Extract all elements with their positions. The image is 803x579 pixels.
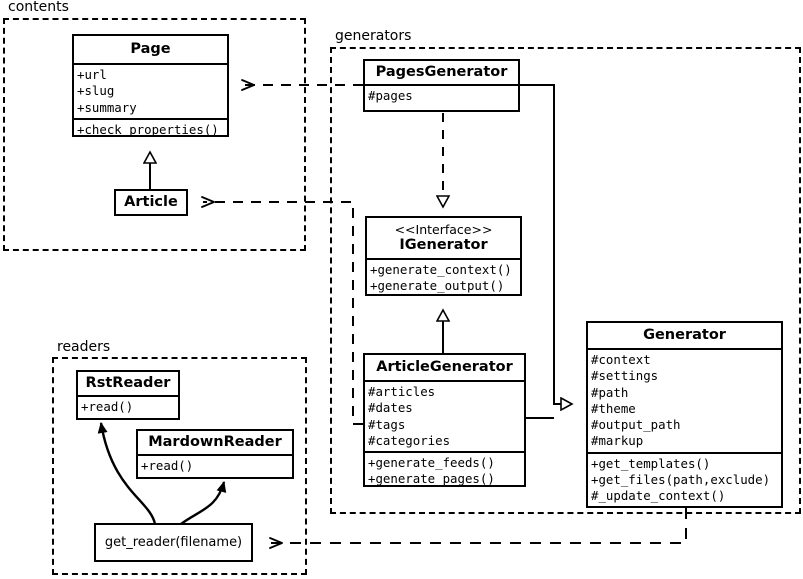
class-mardown-reader: MardownReader +read()	[136, 429, 294, 479]
function-get-reader: get_reader(filename)	[94, 523, 253, 562]
class-rst-reader: RstReader +read()	[76, 370, 180, 420]
class-mardown-reader-title: MardownReader	[148, 434, 282, 450]
attribute-row: #pages	[368, 88, 413, 103]
attribute-row: +url	[77, 67, 107, 82]
relation-articlegenerator-depends-article	[201, 196, 363, 425]
class-article-generator: ArticleGenerator #articles #dates #tags …	[363, 353, 526, 487]
operation-row: +generate_feeds()	[368, 455, 495, 471]
operation-row: +check_properties()	[77, 121, 219, 137]
operation-row: +read()	[81, 399, 134, 414]
operation-row: +generate_pages()	[368, 471, 495, 487]
class-page-attributes: +url +slug +summary	[74, 63, 227, 118]
class-article: Article	[114, 189, 188, 216]
attribute-row: #theme	[591, 400, 636, 416]
operation-row: +get_templates()	[591, 455, 711, 471]
package-contents	[3, 18, 306, 251]
class-rst-reader-title: RstReader	[85, 375, 171, 391]
attribute-row: +summary	[77, 99, 137, 115]
package-readers	[52, 357, 307, 575]
package-generators	[330, 47, 801, 514]
class-generator-attributes: #context #settings #path #theme #output_…	[588, 348, 781, 452]
attribute-row: +slug	[77, 83, 115, 99]
package-generators-label: generators	[333, 28, 414, 44]
relation-generators-generalize-generator	[520, 84, 572, 419]
attribute-row: #output_path	[591, 417, 681, 433]
relation-getreader-calls-mardownreader	[180, 481, 227, 525]
attribute-row: #tags	[368, 416, 406, 432]
class-pages-generator: PagesGenerator #pages	[363, 59, 520, 112]
class-pages-generator-attributes: #pages	[365, 84, 518, 106]
operation-row: #_update_context()	[591, 488, 726, 504]
attribute-row: #dates	[368, 400, 413, 416]
package-readers-label: readers	[55, 339, 113, 355]
package-contents-label: contents	[6, 0, 71, 15]
class-igenerator-operations: +generate_context() +generate_output()	[367, 258, 520, 297]
attribute-row: #context	[591, 352, 651, 367]
class-generator-operations: +get_templates() +get_files(path,exclude…	[588, 451, 781, 507]
operation-row: +read()	[141, 458, 194, 473]
operation-row: +generate_output()	[370, 278, 505, 294]
function-get-reader-label: get_reader(filename)	[104, 535, 243, 550]
attribute-row: #settings	[591, 368, 659, 384]
class-igenerator-stereotype: <<Interface>>	[394, 222, 493, 237]
class-generator: Generator #context #settings #path #them…	[586, 321, 783, 508]
class-igenerator-title: IGenerator	[399, 237, 488, 253]
class-page-operations: +check_properties()	[74, 117, 227, 140]
class-page: Page +url +slug +summary +check_properti…	[72, 34, 229, 137]
class-mardown-reader-operations: +read()	[138, 454, 292, 476]
relation-getreader-calls-rstreader	[97, 422, 157, 525]
attribute-row: #articles	[368, 384, 436, 399]
class-pages-generator-title: PagesGenerator	[375, 64, 508, 80]
class-igenerator: <<Interface>> IGenerator +generate_conte…	[365, 216, 522, 296]
attribute-row: #categories	[368, 432, 451, 448]
operation-row: +generate_context()	[370, 262, 512, 277]
class-generator-title: Generator	[643, 327, 726, 343]
class-article-generator-title: ArticleGenerator	[376, 359, 513, 375]
attribute-row: #markup	[591, 433, 644, 449]
class-article-generator-attributes: #articles #dates #tags #categories	[365, 380, 524, 451]
operation-row: +get_files(path,exclude)	[591, 472, 771, 488]
attribute-row: #path	[591, 384, 629, 400]
class-rst-reader-operations: +read()	[78, 395, 178, 417]
class-article-title: Article	[124, 194, 178, 210]
class-page-title: Page	[130, 41, 171, 57]
class-article-generator-operations: +generate_feeds() +generate_pages()	[365, 451, 524, 490]
